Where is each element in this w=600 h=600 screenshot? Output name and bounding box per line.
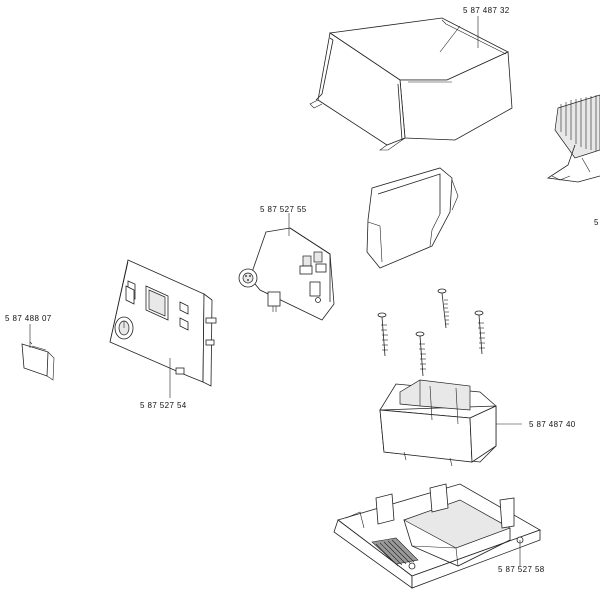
label-front-panel: 5 87 527 54 [140, 401, 187, 410]
label-small-panel: 5 87 488 07 [5, 314, 52, 323]
pcb-part [238, 227, 335, 321]
cover-part [309, 17, 513, 151]
screws-part [377, 288, 485, 377]
shield-bracket-part [366, 167, 459, 269]
label-base: 5 87 527 58 [498, 565, 545, 574]
label-transformer: 5 87 487 40 [529, 420, 576, 429]
transformer-part [379, 379, 497, 467]
leader-lines [29, 16, 522, 566]
label-cover: 5 87 487 32 [463, 6, 510, 15]
small-panel-part [21, 341, 55, 381]
heatsink-part [546, 94, 600, 183]
part-labels: 5 87 487 32 5 5 87 527 55 5 87 488 07 5 … [5, 6, 599, 574]
front-panel-part [109, 259, 217, 387]
base-part [333, 483, 541, 589]
label-heatsink: 5 [594, 218, 599, 227]
label-pcb: 5 87 527 55 [260, 205, 307, 214]
